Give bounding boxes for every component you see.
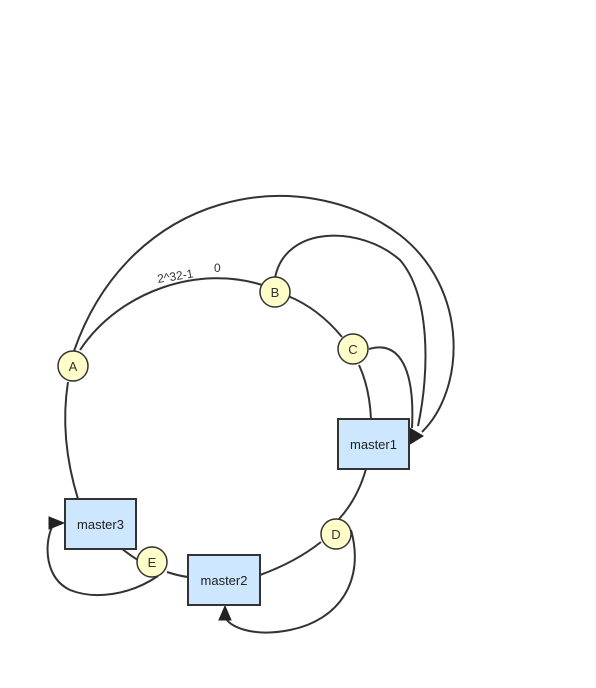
ring-max-label: 2^32-1 — [156, 266, 194, 286]
ring-segment-master1-d — [338, 468, 367, 520]
server-master2: master2 — [187, 554, 261, 606]
server-label: master1 — [350, 437, 397, 452]
arrowhead-master1 — [407, 426, 424, 445]
assignment-curves — [46, 195, 455, 634]
arrowhead-master2 — [218, 604, 232, 621]
key-label: C — [348, 342, 357, 357]
curve-a-to-master1 — [73, 195, 455, 433]
ring-segment-master2-e — [166, 571, 189, 578]
key-label: B — [271, 285, 280, 300]
server-label: master2 — [201, 573, 248, 588]
ring-segment-master3-a — [64, 381, 79, 500]
key-node-a: A — [57, 350, 89, 382]
key-label: D — [331, 527, 340, 542]
ring-zero-label: 0 — [214, 261, 221, 275]
curve-e-to-master3 — [46, 526, 159, 596]
ring-segment-a-b — [79, 277, 263, 351]
server-box — [64, 498, 137, 550]
server-label: master3 — [77, 517, 124, 532]
key-label: E — [148, 555, 157, 570]
server-master3: master3 — [64, 498, 137, 550]
key-circle — [136, 546, 168, 578]
key-node-e: E — [136, 546, 168, 578]
key-circle — [320, 518, 352, 550]
arrowhead-master3 — [48, 516, 66, 530]
server-box — [187, 554, 261, 606]
server-master1: master1 — [337, 418, 410, 470]
hash-ring — [64, 277, 372, 578]
key-node-d: D — [320, 518, 352, 550]
server-box — [337, 418, 410, 470]
ring-segment-c-master1 — [358, 364, 372, 420]
key-circle — [337, 333, 369, 365]
curve-d-to-master2 — [225, 529, 356, 634]
key-node-b: B — [259, 276, 291, 308]
curve-c-to-master1 — [368, 346, 414, 429]
curve-b-to-master1 — [274, 234, 427, 427]
key-circle — [259, 276, 291, 308]
key-label: A — [69, 359, 78, 374]
key-node-c: C — [337, 333, 369, 365]
ring-segment-b-c — [287, 295, 343, 338]
ring-segment-d-master2 — [259, 541, 322, 576]
key-circle — [57, 350, 89, 382]
